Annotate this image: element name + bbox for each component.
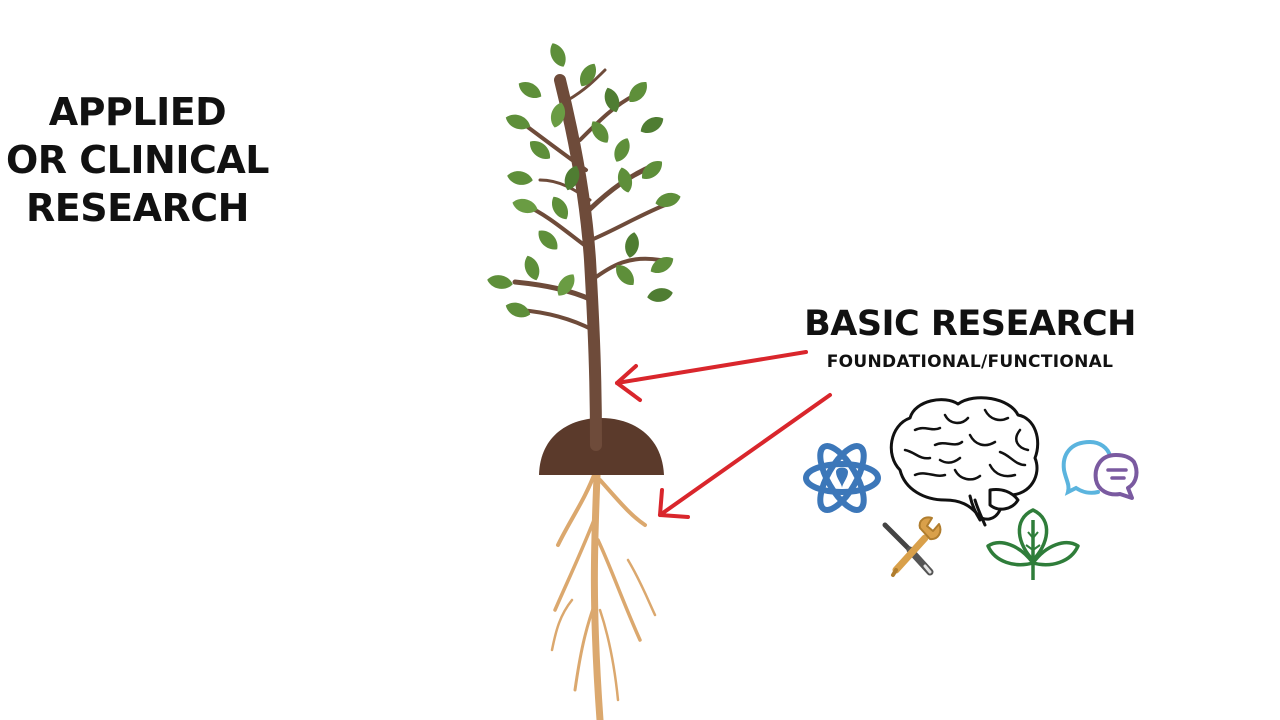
- applied-research-label: APPLIED OR CLINICAL RESEARCH: [0, 88, 275, 232]
- tools-icon: [882, 516, 942, 577]
- arrow-to-trunk: [615, 350, 808, 402]
- basic-research-title: BASIC RESEARCH: [804, 304, 1136, 344]
- applied-line-3: RESEARCH: [26, 186, 249, 230]
- chat-bubbles-icon: [1061, 440, 1139, 500]
- tree-icon: [486, 40, 683, 720]
- applied-line-1: APPLIED: [48, 90, 227, 134]
- brain-icon: [889, 396, 1040, 527]
- roots: [550, 442, 657, 720]
- basic-research-subtitle: FOUNDATIONAL/FUNCTIONAL: [826, 352, 1114, 372]
- arrow-to-roots: [658, 393, 832, 519]
- atom-icon: [803, 443, 881, 513]
- plant-leaves-icon: [986, 508, 1080, 580]
- applied-line-2: OR CLINICAL: [6, 138, 270, 182]
